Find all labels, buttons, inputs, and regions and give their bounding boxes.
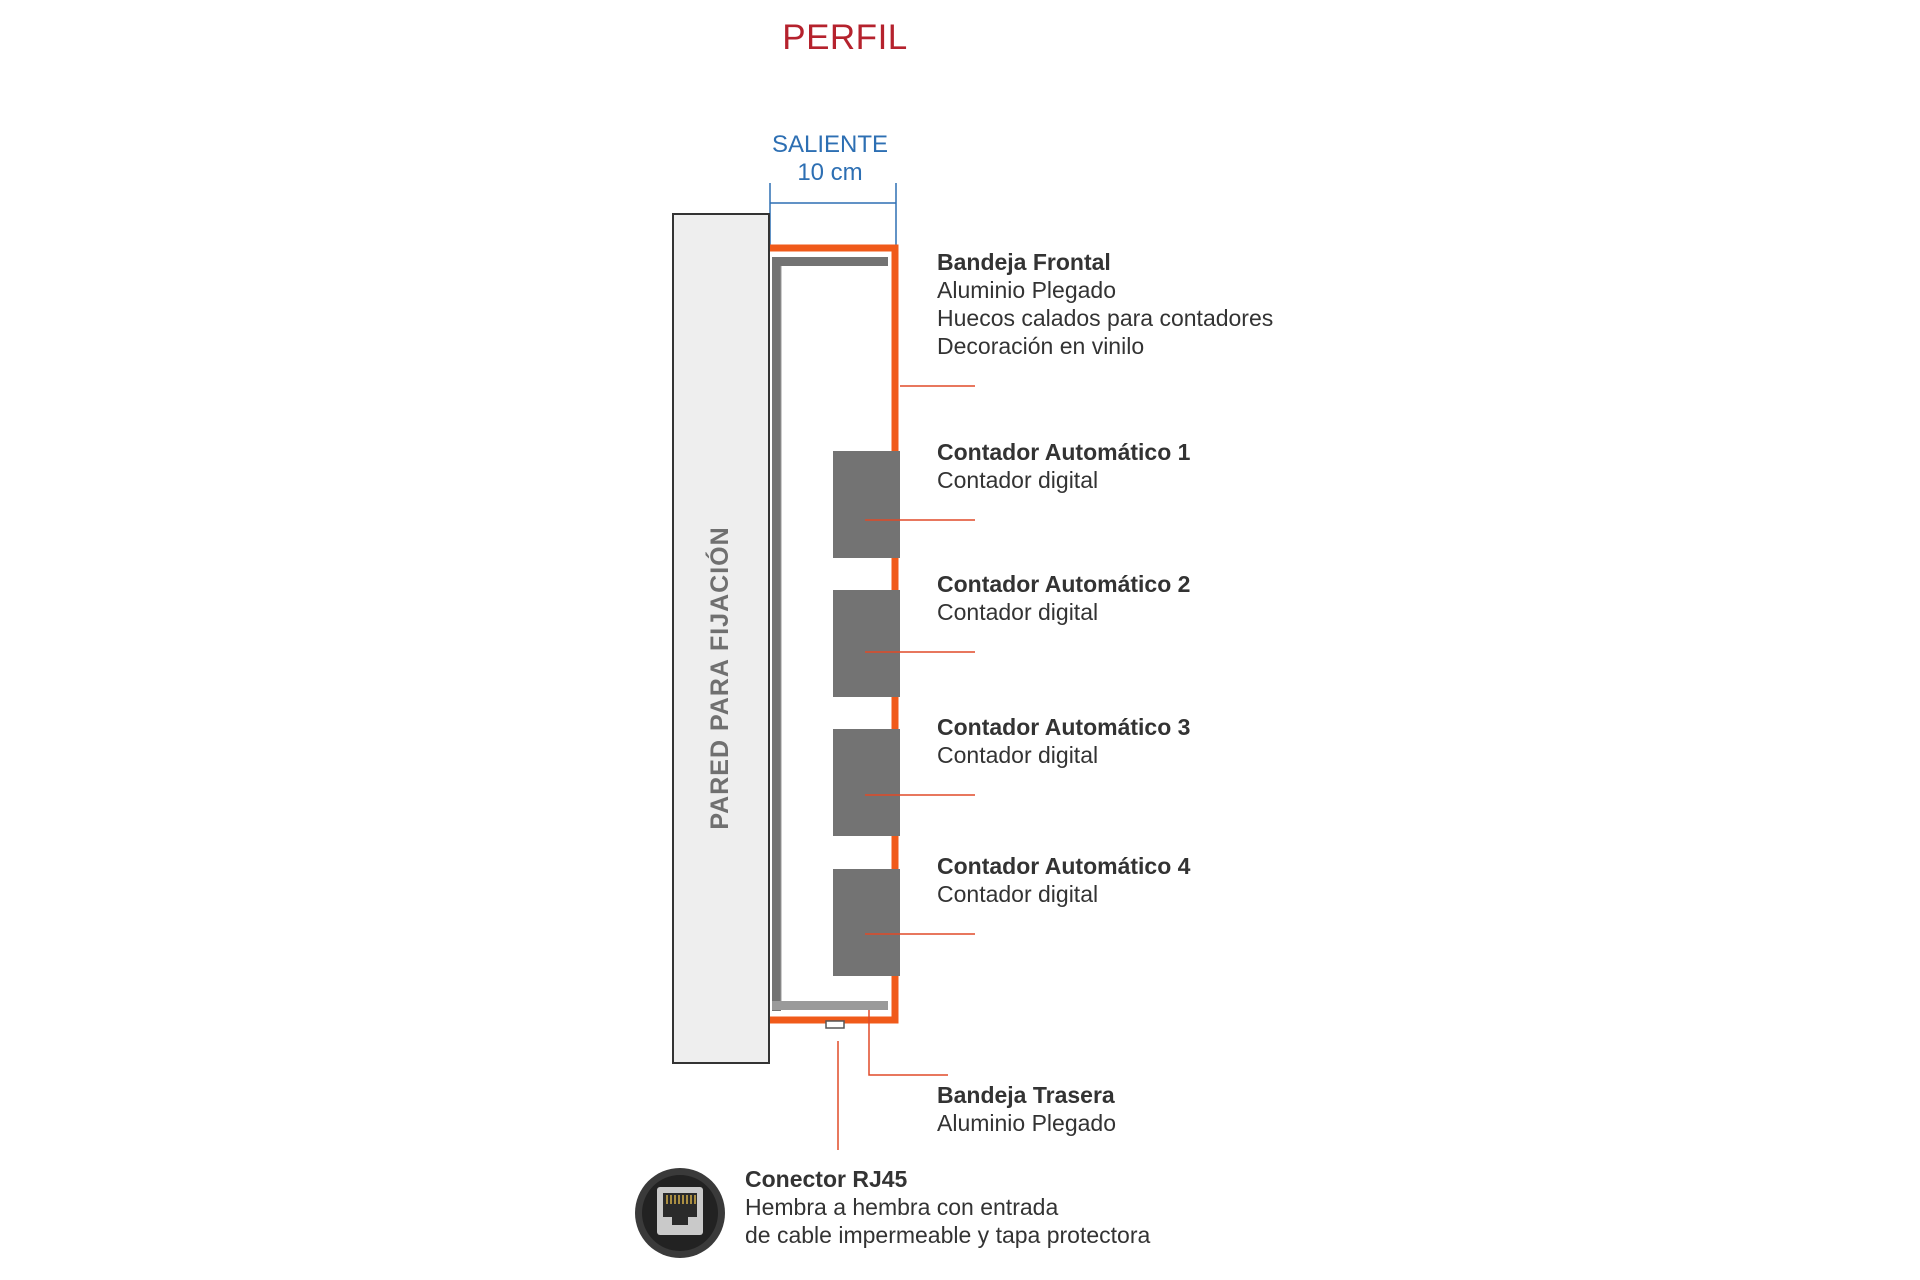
callout-counter-3: Contador Automático 3 Contador digital (937, 713, 1190, 769)
callout-line: Contador digital (937, 467, 1099, 493)
callout-line: Contador digital (937, 881, 1099, 907)
callout-connector: Conector RJ45 Hembra a hembra con entrad… (745, 1165, 1150, 1249)
callout-title: Contador Automático 4 (937, 853, 1191, 879)
connector-port (825, 1020, 845, 1029)
counter-block-1 (833, 451, 900, 558)
dimension-label: SALIENTE (771, 131, 889, 158)
counter-block-4 (833, 869, 900, 976)
callout-line: Contador digital (937, 742, 1099, 768)
callout-line: de cable impermeable y tapa protectora (745, 1222, 1151, 1248)
callout-line: Aluminio Plegado (937, 1110, 1117, 1136)
counter-block-2 (833, 590, 900, 697)
callout-rear-tray: Bandeja Trasera Aluminio Plegado (937, 1081, 1116, 1137)
callout-title: Conector RJ45 (745, 1166, 908, 1192)
mounting-wall (672, 213, 770, 1064)
callout-line: Decoración en vinilo (937, 333, 1145, 359)
rj45-connector-icon (635, 1168, 725, 1258)
diagram-title: PERFIL (782, 18, 908, 57)
dimension-marker (769, 183, 897, 246)
callout-line: Huecos calados para contadores (937, 305, 1274, 331)
counter-block-3 (833, 729, 900, 836)
wall-label: PARED PARA FIJACIÓN (706, 526, 734, 830)
dimension-value: 10 cm (797, 159, 863, 186)
callout-counter-4: Contador Automático 4 Contador digital (937, 852, 1190, 908)
callout-line: Hembra a hembra con entrada (745, 1194, 1059, 1220)
callout-title: Contador Automático 1 (937, 439, 1191, 465)
callout-title: Contador Automático 2 (937, 571, 1191, 597)
callout-title: Contador Automático 3 (937, 714, 1191, 740)
callout-title: Bandeja Trasera (937, 1082, 1115, 1108)
callout-counter-1: Contador Automático 1 Contador digital (937, 438, 1190, 494)
callout-front-tray: Bandeja Frontal Aluminio Plegado Huecos … (937, 248, 1273, 360)
callout-line: Contador digital (937, 599, 1099, 625)
callout-title: Bandeja Frontal (937, 249, 1111, 275)
callout-line: Aluminio Plegado (937, 277, 1117, 303)
callout-counter-2: Contador Automático 2 Contador digital (937, 570, 1190, 626)
leader-rear-tray (868, 1010, 948, 1076)
